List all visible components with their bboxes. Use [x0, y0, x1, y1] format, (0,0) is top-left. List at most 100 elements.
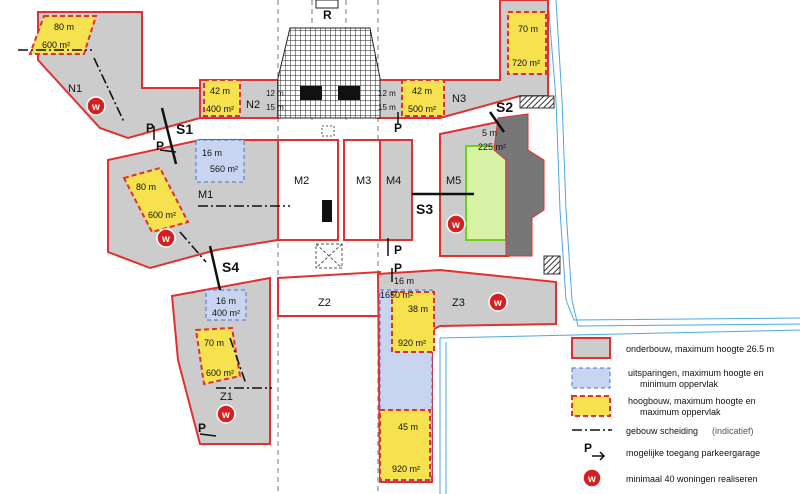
- section-lines: [160, 107, 506, 291]
- tower-n1-area: 600 m²: [42, 40, 70, 50]
- tower-z1: [194, 326, 242, 386]
- label-m3: M3: [356, 175, 371, 187]
- tower-n1-height: 80 m: [54, 22, 74, 32]
- legend-scheiding-note: (indicatief): [712, 426, 754, 436]
- tower-n3-height: 42 m: [412, 86, 432, 96]
- label-s2: S2: [496, 99, 513, 115]
- tower-z3-area: 920 m²: [398, 338, 426, 348]
- tower-tr-height: 70 m: [518, 24, 538, 34]
- separation-lines: [18, 49, 290, 389]
- tower-n2-area: 400 m²: [206, 104, 234, 114]
- tower-m1-area: 600 m²: [148, 210, 176, 220]
- svg-text:w: w: [451, 220, 460, 231]
- housing-marker-n1: w: [86, 96, 106, 116]
- zone-z2: [277, 270, 381, 317]
- housing-marker-m5: w: [446, 214, 466, 234]
- zone-m3: [343, 139, 381, 241]
- label-s1: S1: [176, 121, 193, 137]
- tower-tr-area: 720 m²: [512, 58, 540, 68]
- label-n3: N3: [452, 93, 466, 105]
- zone-m2: [277, 139, 339, 241]
- recess-m1-height: 16 m: [202, 148, 222, 158]
- legend: onderbouw, maximum hoogte 26.5 m uitspar…: [571, 337, 774, 488]
- tower-bottom: [379, 409, 431, 481]
- n2-left-height-2: 15 m: [266, 103, 284, 112]
- recess-m5-height: 5 m: [482, 128, 497, 138]
- recess-s4-area: 400 m²: [212, 308, 240, 318]
- zone-labels: N1 N2 N3 M1 M2 M3 M4 M5 Z1 Z2 Z3: [68, 83, 466, 403]
- hatch-element-2: [543, 255, 561, 275]
- legend-swatch-uitsparing: [571, 367, 611, 389]
- parking-p-4: P: [394, 243, 402, 257]
- water-lines: [439, 0, 800, 494]
- label-z1: Z1: [220, 391, 233, 403]
- tower-labels: 80 m 600 m² 70 m 720 m² 42 m 400 m² 42 m…: [42, 22, 540, 474]
- legend-scheiding: gebouw scheiding: [626, 426, 698, 436]
- svg-text:w: w: [221, 410, 230, 421]
- tower-n3-area: 500 m²: [408, 104, 436, 114]
- tower-n2-height: 42 m: [210, 86, 230, 96]
- section-labels: S1 S2 S3 S4: [176, 99, 513, 275]
- recess-m1-area: 560 m²: [210, 164, 238, 174]
- tower-m1: [122, 166, 190, 234]
- legend-swatch-onderbouw: [571, 337, 611, 359]
- tower-n1: [28, 15, 98, 55]
- label-m1: M1: [198, 189, 213, 201]
- label-m5: M5: [446, 175, 461, 187]
- north-label: R: [323, 8, 332, 22]
- tower-z3: [391, 291, 435, 353]
- tower-n2: [203, 79, 241, 117]
- central-building-shadow: [300, 86, 360, 100]
- legend-parking-arrow-icon: [592, 451, 606, 461]
- n2-left-height: 12 m: [266, 89, 284, 98]
- parking-labels: P P P P P P: [146, 121, 402, 435]
- svg-text:w: w: [493, 298, 502, 309]
- central-building: [277, 27, 381, 119]
- legend-woningen: minimaal 40 woningen realiseren: [626, 474, 758, 484]
- tower-n3: [401, 79, 445, 117]
- housing-marker-m1: w: [156, 228, 176, 248]
- stair-icon: [322, 200, 332, 222]
- zone-m1: [107, 139, 279, 270]
- legend-parking-symbol: P: [584, 441, 592, 455]
- svg-text:w: w: [91, 102, 100, 113]
- hatch-element-1: [519, 95, 555, 109]
- recess-s4: [205, 289, 247, 321]
- housing-marker-z1: w: [216, 404, 236, 424]
- tower-tr: [507, 11, 547, 75]
- legend-onderbouw: onderbouw, maximum hoogte 26.5 m: [626, 344, 774, 354]
- tower-bottom-height: 45 m: [398, 422, 418, 432]
- legend-swatch-hoogbouw: [571, 395, 611, 417]
- north-pointer-icon: [315, 0, 339, 9]
- label-z3: Z3: [452, 297, 465, 309]
- svg-text:w: w: [587, 474, 596, 485]
- parking-p-5: P: [394, 261, 402, 275]
- legend-hoogbouw-1: hoogbouw, maximum hoogte en: [628, 396, 756, 406]
- parking-p-1: P: [146, 121, 154, 135]
- svg-text:w: w: [161, 234, 170, 245]
- zone-m4: [379, 139, 413, 241]
- label-n1: N1: [68, 83, 82, 95]
- tower-areas: [28, 11, 547, 481]
- tower-z3-height: 38 m: [408, 304, 428, 314]
- label-m4: M4: [386, 175, 401, 187]
- tower-m1-height: 80 m: [136, 182, 156, 192]
- housing-markers: w w w w w: [86, 96, 508, 424]
- legend-uitsparing-1: uitsparingen, maximum hoogte en: [628, 368, 764, 378]
- existing-building: [493, 113, 545, 257]
- housing-marker-z3: w: [488, 292, 508, 312]
- parking-arrows: [153, 112, 399, 437]
- recess-s4-height: 16 m: [216, 296, 236, 306]
- legend-woningen-icon: w: [582, 468, 602, 488]
- n3-left-height: 12 m: [378, 89, 396, 98]
- recess-m5-area: 225 m²: [478, 142, 506, 152]
- label-z2: Z2: [318, 297, 331, 309]
- label-s4: S4: [222, 259, 239, 275]
- label-m2: M2: [294, 175, 309, 187]
- recess-z3-area: 1650 m²: [380, 290, 413, 300]
- n3-left-height-2: 15 m: [378, 103, 396, 112]
- legend-parkeer: mogelijke toegang parkeergarage: [626, 448, 760, 458]
- recess-labels: 16 m 560 m² 16 m 400 m² 5 m 225 m² 16 m …: [202, 128, 506, 318]
- tower-z1-height: 70 m: [204, 338, 224, 348]
